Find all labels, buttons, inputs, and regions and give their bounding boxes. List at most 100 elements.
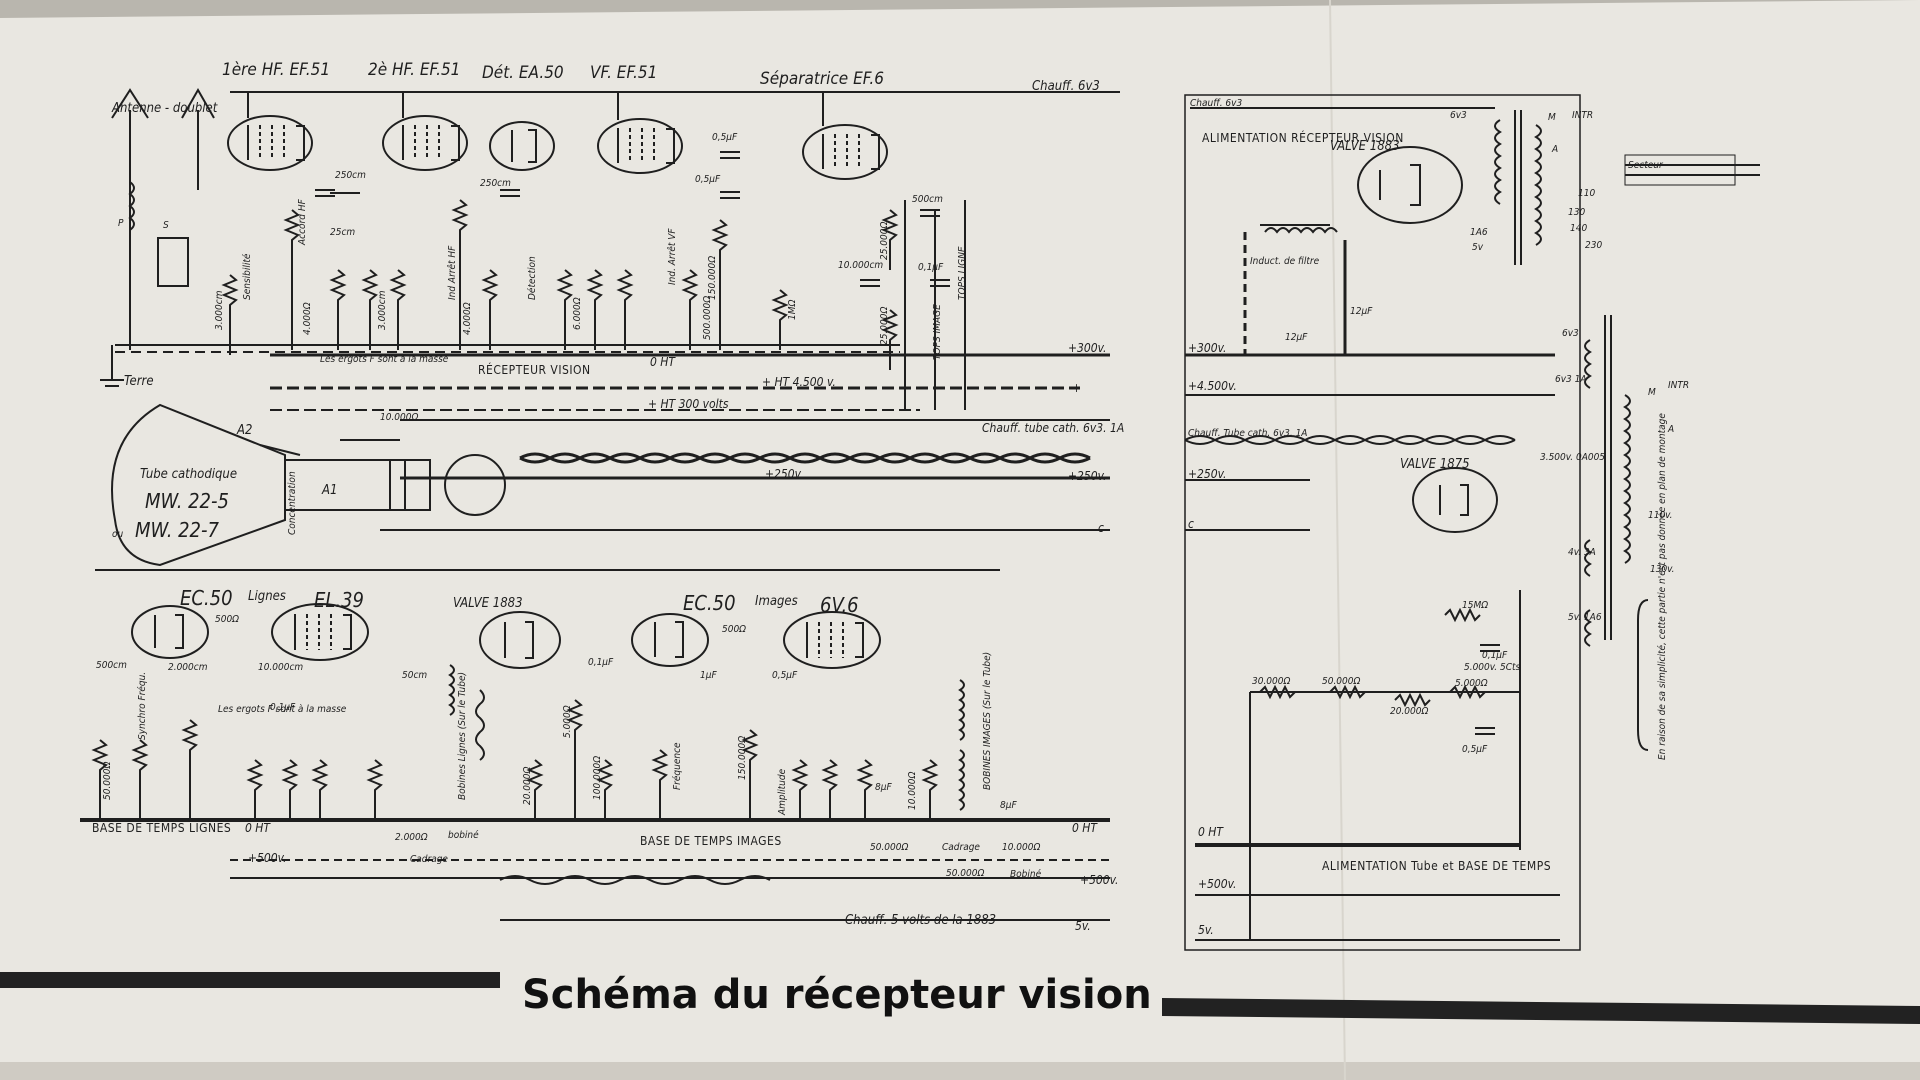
antenna-label: Antenne - doublet bbox=[111, 101, 218, 116]
psu-note: En raison de sa simplicité, cette partie… bbox=[1656, 413, 1668, 760]
tb-c10000: 10.000cm bbox=[258, 662, 303, 673]
crt-tube-symbol bbox=[111, 403, 1110, 567]
tb-r50000: 50.000Ω bbox=[102, 762, 113, 800]
label-c250a: 250cm bbox=[335, 170, 366, 181]
psu-5v: 5v bbox=[1472, 242, 1484, 253]
bus-plus: + bbox=[1072, 381, 1081, 395]
page-title: Schéma du récepteur vision bbox=[522, 972, 1152, 1018]
psu-b300: +300v. bbox=[1188, 341, 1226, 355]
label-arret-hf: Ind Arrêt HF bbox=[446, 245, 458, 300]
psu-tap-130: 130 bbox=[1568, 207, 1585, 218]
tb-bobine: bobiné bbox=[448, 829, 479, 841]
label-sensibilite: Sensibilité bbox=[241, 253, 253, 300]
psu-r15m: 15MΩ bbox=[1462, 600, 1488, 611]
tb-base-images: BASE DE TEMPS IMAGES bbox=[640, 834, 782, 848]
label-c05b: 0,5µF bbox=[695, 174, 721, 185]
recepteur-label: RÉCEPTEUR VISION bbox=[478, 362, 591, 377]
psu-r5000: 5.000Ω bbox=[1455, 678, 1488, 689]
tb-c8a: 8µF bbox=[875, 782, 892, 793]
psu-alimentation: ALIMENTATION RÉCEPTEUR VISION bbox=[1202, 130, 1404, 145]
bus-chauff-tube: Chauff. tube cath. 6v3. 1A bbox=[982, 421, 1124, 435]
header-chauff: Chauff. 6v3 bbox=[1032, 79, 1100, 94]
tb-c500: 500cm bbox=[96, 660, 127, 671]
header-hf1: 1ère HF. EF.51 bbox=[222, 60, 330, 80]
psu-int2: INTR bbox=[1668, 380, 1689, 391]
psu-a2: A bbox=[1667, 424, 1674, 435]
psu-5v-b: 5v. 1A6 bbox=[1568, 612, 1602, 623]
heater-twist bbox=[519, 452, 1091, 464]
tb-el39: EL.39 bbox=[314, 588, 364, 612]
psu-m: M bbox=[1548, 112, 1556, 123]
label-c01: 0,1µF bbox=[918, 262, 944, 273]
psu-c05: 0,5µF bbox=[1462, 744, 1488, 755]
tb-bobine-b: Bobiné bbox=[1010, 868, 1042, 880]
tb-r10000: 10.000Ω bbox=[907, 772, 918, 810]
tb-chauff-1883: Chauff. 5 volts de la 1883 bbox=[845, 913, 996, 928]
tb-c8b: 8µF bbox=[1000, 800, 1017, 811]
crt-a2: A2 bbox=[236, 423, 252, 438]
tb-base-lignes: BASE DE TEMPS LIGNES bbox=[92, 821, 231, 835]
tb-r500a: 500Ω bbox=[215, 614, 239, 625]
psu-footer: ALIMENTATION Tube et BASE DE TEMPS bbox=[1322, 859, 1551, 873]
crt-r10000: 10.000Ω bbox=[380, 412, 418, 423]
crt-model2: MW. 22-7 bbox=[135, 518, 220, 542]
tb-c01a: 0,1µF bbox=[270, 702, 296, 713]
psu-valve-1875 bbox=[1412, 467, 1498, 533]
resistor-array-top bbox=[221, 199, 899, 370]
psu-valve1875: VALVE 1875 bbox=[1400, 457, 1470, 472]
tb-r2000: 2.000Ω bbox=[395, 832, 428, 843]
label-r1m: 1MΩ bbox=[787, 300, 798, 320]
label-p: P bbox=[118, 218, 124, 229]
tb-r500b: 500Ω bbox=[722, 624, 746, 635]
label-c10000: 10.000cm bbox=[838, 260, 883, 271]
tb-valve1883: VALVE 1883 bbox=[453, 596, 523, 611]
tb-c01b: 0,1µF bbox=[588, 657, 614, 668]
psu-inductance: Induct. de filtre bbox=[1250, 256, 1320, 267]
bus-ht4500: + HT 4.500 v. bbox=[762, 375, 836, 389]
tb-c50: 50cm bbox=[402, 670, 427, 681]
label-r4000b: 4.000Ω bbox=[462, 302, 473, 335]
psu-valve1883: VALVE 1883 bbox=[1330, 139, 1400, 154]
tb-cadrage-a: Cadrage bbox=[410, 854, 448, 865]
psu-b250: +250v. bbox=[1188, 467, 1226, 481]
valve-sep-symbol bbox=[802, 124, 888, 180]
psu-b500: +500v. bbox=[1198, 877, 1236, 891]
psu-secteur: Secteur bbox=[1628, 160, 1664, 171]
psu-m2: M bbox=[1648, 387, 1656, 398]
tube-headers: 1ère HF. EF.51 2è HF. EF.51 Dét. EA.50 V… bbox=[222, 60, 1100, 94]
psu-a: A bbox=[1551, 144, 1558, 155]
title-bar-right bbox=[1162, 998, 1920, 1024]
bus-250: +250v. bbox=[765, 467, 803, 481]
label-detection: Détection bbox=[526, 256, 538, 300]
psu-6v3: 6v3 bbox=[1450, 110, 1467, 121]
psu-frame bbox=[1184, 94, 1581, 951]
valve-vf-symbol bbox=[597, 118, 683, 174]
tb-ergots: Les ergots F sont à la masse bbox=[218, 703, 347, 715]
tb-ec50b: EC.50 bbox=[683, 591, 736, 615]
tb-cadrage-b: Cadrage bbox=[942, 842, 980, 853]
label-r3000a: 3.000cm bbox=[214, 290, 225, 330]
label-r500k: 500.000Ω bbox=[702, 296, 713, 340]
tb-bobines-img: BOBINES IMAGES (Sur le Tube) bbox=[982, 652, 993, 790]
label-tops-image: TOPS IMAGE bbox=[932, 304, 943, 360]
header-det: Dét. EA.50 bbox=[482, 63, 564, 83]
psu-1a6: 1A6 bbox=[1470, 227, 1488, 238]
timebase-valves bbox=[131, 603, 881, 669]
label-tops-ligne: TOPS LIGNE bbox=[957, 246, 968, 300]
tb-c1: 1µF bbox=[700, 670, 717, 681]
label-arret-vf: Ind. Arrêt VF bbox=[666, 228, 678, 285]
tb-c2000: 2.000cm bbox=[168, 662, 208, 673]
psu-110v: 110v. bbox=[1648, 510, 1673, 521]
psu-transformer-2 bbox=[1584, 315, 1631, 647]
label-r3000b: 3.000cm bbox=[377, 290, 388, 330]
masse-note: Les ergots F sont à la masse bbox=[320, 353, 449, 365]
psu-4v: 4v. 3A bbox=[1568, 547, 1596, 558]
tb-r100000: 100.000Ω bbox=[592, 756, 603, 800]
psu-tap-140: 140 bbox=[1570, 223, 1587, 234]
psu-chauff: Chauff. 6v3 bbox=[1190, 98, 1242, 109]
tb-500a: +500v. bbox=[248, 851, 286, 865]
bus-c: c bbox=[1098, 521, 1104, 535]
label-r4000a: 4.000Ω bbox=[302, 302, 313, 335]
